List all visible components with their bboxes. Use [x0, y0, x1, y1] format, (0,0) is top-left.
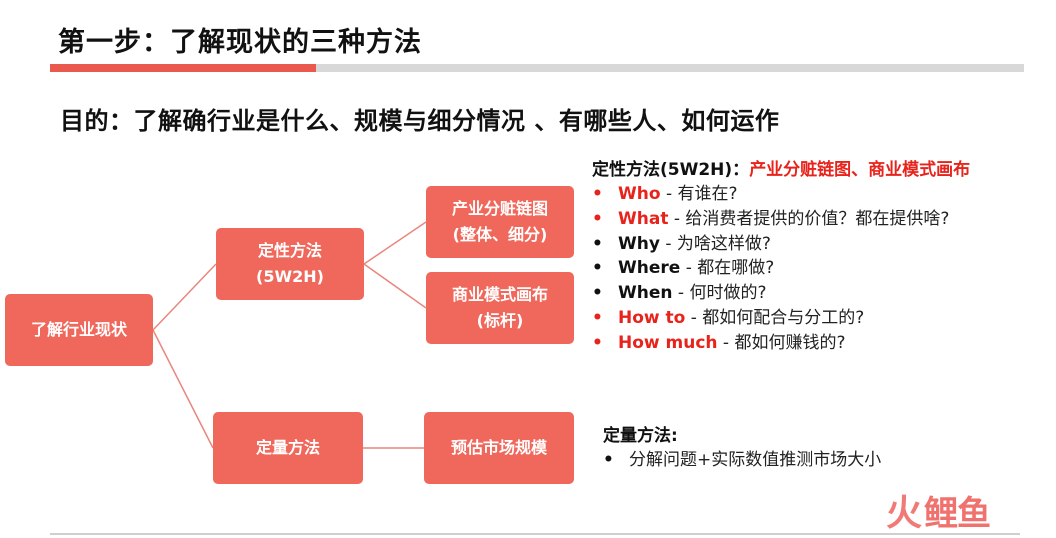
fire-icon: 火	[886, 493, 923, 534]
qualitative-list-item: • Why - 为啥这样做?	[592, 232, 970, 257]
node-qualitative-line2: (5W2H)	[256, 267, 324, 286]
qualitative-item-text: - 都如何配合与分工的?	[685, 307, 865, 328]
bullet-icon: •	[592, 332, 603, 353]
node-quantitative-label: 定量方法	[255, 438, 320, 457]
quantitative-item-text: 分解问题+实际数值推测市场大小	[629, 450, 882, 470]
footer-divider	[50, 533, 1020, 535]
qualitative-heading-highlight: 产业分赃链图、商业模式画布	[749, 160, 971, 180]
bullet-icon: •	[592, 233, 603, 254]
node-qualitative-line1: 定性方法	[257, 241, 322, 260]
title-underline	[50, 64, 1024, 72]
qualitative-item-key: Why	[618, 233, 660, 254]
title-underline-accent	[50, 64, 316, 72]
node-chain-line1: 产业分赃链图	[451, 199, 548, 218]
quantitative-notes: 定量方法: • 分解问题+实际数值推测市场大小	[603, 424, 881, 472]
quantitative-notes-heading: 定量方法:	[603, 426, 678, 446]
qualitative-list-item: • Where - 都在哪做?	[592, 256, 970, 281]
qualitative-item-text: - 为啥这样做?	[659, 233, 771, 254]
node-canvas-line2: (标杆)	[476, 311, 524, 330]
qualitative-item-text: - 何时做的?	[672, 283, 767, 304]
qualitative-item-text: - 都在哪做?	[680, 258, 775, 279]
quantitative-list-item: • 分解问题+实际数值推测市场大小	[603, 448, 881, 472]
node-root: 了解行业现状	[5, 294, 153, 366]
qualitative-item-key: When	[618, 283, 673, 304]
qualitative-item-key: Who	[618, 184, 661, 204]
qualitative-item-text: - 给消费者提供的价值？都在提供啥?	[668, 208, 950, 229]
qualitative-list: •Who - 有谁在?•What - 给消费者提供的价值？都在提供啥?•Why …	[592, 182, 970, 356]
qualitative-item-key: How to	[618, 307, 686, 328]
qualitative-notes: 定性方法(5W2H)：产业分赃链图、商业模式画布 • Who - 有谁在? • Wha…	[592, 158, 970, 356]
bullet-icon: •	[592, 283, 603, 304]
qualitative-notes-heading: 定性方法(5W2H)：产业分赃链图、商业模式画布	[592, 158, 970, 182]
node-chain: 产业分赃链图 (整体、细分)	[426, 186, 574, 258]
node-canvas-line1: 商业模式画布	[451, 285, 548, 304]
bullet-icon: •	[592, 184, 603, 204]
connector-root-qualitative	[152, 263, 217, 331]
qualitative-list-item: • Who - 有谁在?	[592, 182, 970, 207]
node-chain-line2: (整体、细分)	[452, 225, 548, 244]
qualitative-item-key: What	[618, 208, 669, 229]
qualitative-list-item: • How to - 都如何配合与分工的?	[592, 306, 970, 331]
node-market: 预估市场规模	[424, 412, 574, 484]
node-market-label: 预估市场规模	[450, 438, 547, 457]
node-quantitative: 定量方法	[213, 412, 363, 484]
node-canvas: 商业模式画布 (标杆)	[426, 272, 574, 344]
page-title: 第一步：了解现状的三种方法	[58, 27, 422, 58]
brand-logo: 火 鲤鱼	[886, 493, 991, 535]
qualitative-item-text: - 都如何赚钱的?	[717, 332, 846, 353]
qualitative-heading-text: 定性方法(5W2H)：	[592, 160, 750, 180]
qualitative-item-key: Where	[618, 258, 681, 279]
node-qualitative: 定性方法 (5W2H)	[216, 228, 364, 300]
node-root-label: 了解行业现状	[30, 320, 127, 339]
qualitative-list-item: • What - 给消费者提供的价值？都在提供啥?	[592, 207, 970, 232]
qualitative-item-key: How much	[618, 332, 718, 353]
bullet-icon: •	[592, 307, 603, 328]
connector-qualitative-chain	[363, 221, 427, 265]
qualitative-list-item: • How much - 都如何赚钱的?	[592, 331, 970, 356]
purpose-heading: 目的：了解确行业是什么、规模与细分情况 、有哪些人、如何运作	[60, 107, 780, 135]
bullet-icon: •	[592, 208, 603, 229]
connector-qualitative-canvas	[363, 263, 427, 309]
qualitative-item-text: - 有谁在?	[660, 184, 738, 204]
bullet-icon: •	[603, 450, 614, 470]
brand-logo-text: 鲤鱼	[924, 494, 991, 534]
connector-root-quantitative	[152, 329, 214, 449]
bullet-icon: •	[592, 258, 603, 279]
qualitative-list-item: • When - 何时做的?	[592, 281, 970, 306]
